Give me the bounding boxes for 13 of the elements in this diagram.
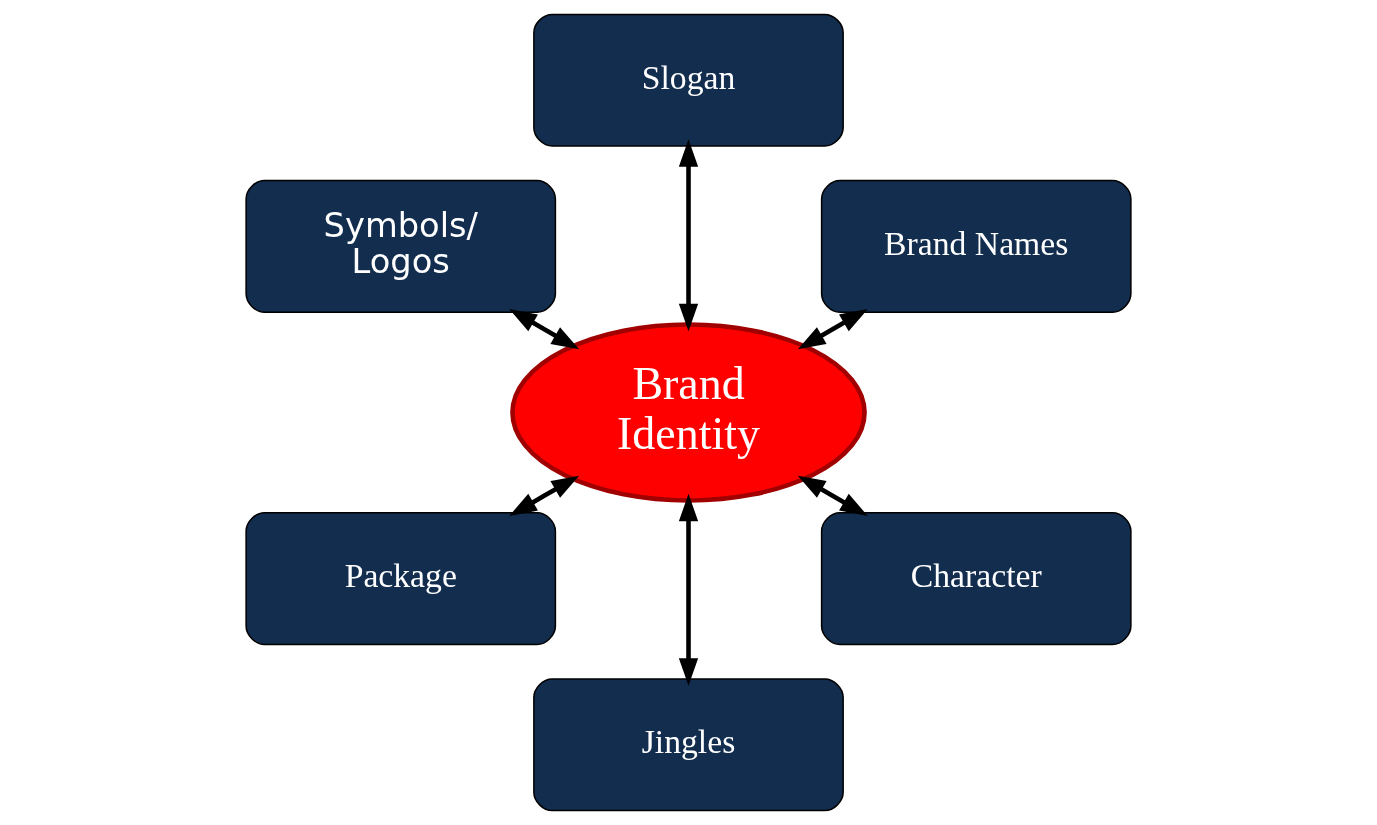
arrow [678,493,699,686]
node-ellipse: Brand Identity [510,322,867,503]
node-box: Symbols/ Logos [245,179,557,313]
arrow [509,475,580,516]
node-box: Slogan [533,13,844,147]
arrow [678,139,699,332]
arrow [509,308,580,350]
arrow [797,475,868,516]
node-box: Package [245,512,557,646]
node-box: Jingles [533,678,844,812]
arrow [797,308,868,350]
node-box: Brand Names [820,179,1132,313]
node-box: Character [820,512,1132,646]
